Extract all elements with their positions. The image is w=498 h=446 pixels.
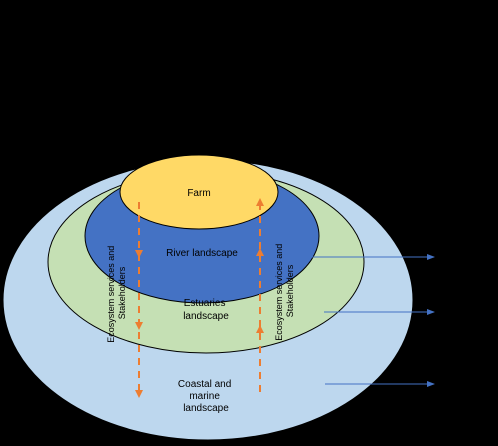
coastal-marine-label: Coastal and marine landscape — [178, 379, 234, 414]
farm-layer — [119, 154, 279, 230]
farm-label: Farm — [187, 188, 210, 199]
right-side-label: Ecosystem services and Stakeholders — [274, 241, 295, 341]
river-landscape-label: River landscape — [166, 248, 238, 259]
estuaries-label: Estuaries landscape — [183, 298, 229, 322]
upward-flow-arrowhead-2 — [256, 325, 264, 333]
downward-flow-arrowhead-2 — [135, 322, 143, 330]
upward-flow-arrowhead-1 — [256, 248, 264, 256]
downward-flow-arrowhead-1 — [135, 250, 143, 258]
left-side-label: Ecosystem services and Stakeholders — [106, 243, 127, 343]
